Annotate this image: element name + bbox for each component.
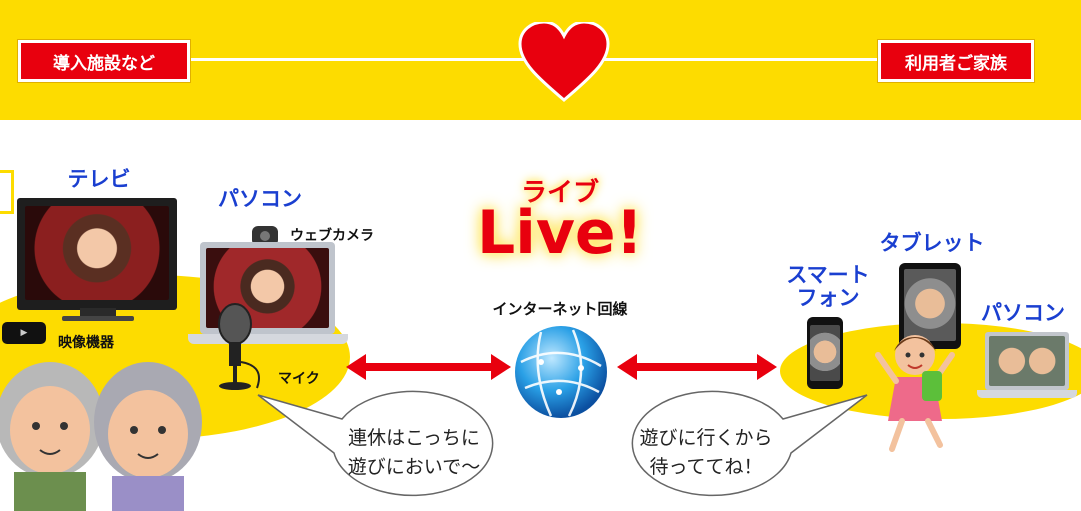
family-laptop-base xyxy=(977,390,1077,398)
tv-stand xyxy=(80,308,116,318)
smartphone-label-line-1: スマート xyxy=(786,263,870,287)
family-tag: 利用者ご家族 xyxy=(878,40,1034,82)
family-pc-label: パソコン xyxy=(981,301,1065,325)
mic-label: マイク xyxy=(278,371,320,387)
webcam-label: ウェブカメラ xyxy=(290,228,374,244)
tv-icon xyxy=(17,198,177,310)
smartphone-icon xyxy=(807,317,843,389)
smartphone-label: スマート フォン xyxy=(776,263,880,311)
webcam-icon xyxy=(252,226,278,246)
microphone-icon xyxy=(218,303,260,390)
girl-illustration xyxy=(875,335,955,452)
family-bubble-line-1: 遊びに行くから xyxy=(639,427,773,449)
tablet-label: タブレット xyxy=(879,231,985,255)
tv-base xyxy=(62,316,134,321)
media-device-label: 映像機器 xyxy=(58,335,114,351)
live-ruby: ライブ xyxy=(520,178,599,208)
banner-connector-left xyxy=(190,58,535,61)
tv-label: テレビ xyxy=(67,167,131,191)
media-device-icon: ▶ xyxy=(2,322,46,344)
globe-icon xyxy=(515,326,607,418)
internet-label: インターネット回線 xyxy=(492,300,628,318)
facility-speech-bubble xyxy=(257,390,494,497)
facility-bubble-line-2: 遊びにおいで～ xyxy=(347,456,481,479)
family-speech-bubble xyxy=(631,390,868,497)
left-edge-frame xyxy=(0,170,14,214)
heart-icon xyxy=(518,22,610,102)
tablet-icon xyxy=(899,263,961,349)
family-laptop-icon xyxy=(985,332,1069,390)
elderly-couple-illustration xyxy=(0,362,202,511)
family-bubble-line-2: 待っててね！ xyxy=(649,456,763,479)
facility-bubble-line-1: 連休はこっちに xyxy=(348,427,480,449)
arrow-right-link xyxy=(617,354,777,380)
facility-bubble-text: 連休はこっちに 遊びにおいで～ xyxy=(332,424,496,483)
facility-tag: 導入施設など xyxy=(18,40,190,82)
facility-pc-label: パソコン xyxy=(218,187,302,211)
facility-laptop-base xyxy=(188,334,348,344)
live-title: Live! xyxy=(477,198,643,268)
arrow-left-link xyxy=(346,354,511,380)
banner-connector-right xyxy=(600,58,880,61)
smartphone-label-line-2: フォン xyxy=(796,286,860,311)
family-bubble-text: 遊びに行くから 待っててね！ xyxy=(624,424,788,483)
